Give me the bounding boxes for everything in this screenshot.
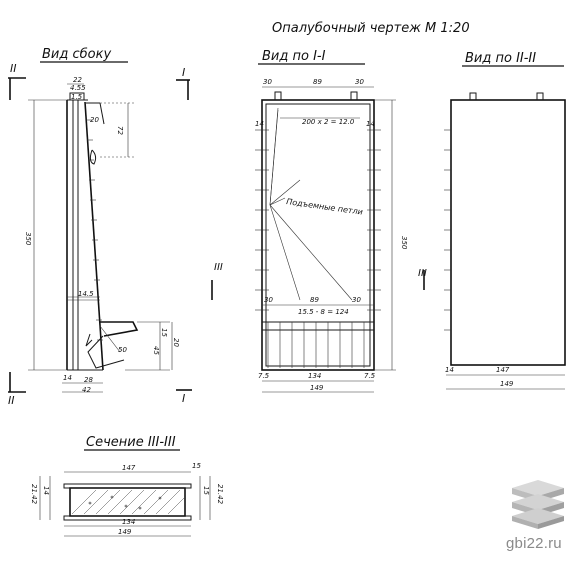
v1-dim-edge-l: 7.5 bbox=[258, 372, 270, 380]
v1-dim-side-l: 14 bbox=[255, 120, 264, 128]
side-dim-top-b: 4.55 bbox=[70, 84, 86, 92]
side-dim-20: 20 bbox=[90, 116, 99, 124]
watermark-site: gbi22.ru bbox=[506, 535, 562, 552]
side-dim-72: 72 bbox=[116, 126, 124, 135]
side-dim-15: 15 bbox=[160, 328, 168, 337]
view-1: Вид по I-I 30 89 30 200 x 2 = 12.0 14 14 bbox=[211, 49, 408, 393]
view-2-label: Вид по II-II bbox=[465, 51, 536, 66]
lifting-loops-label: Подъемные петли bbox=[286, 197, 364, 217]
side-dim-28: 28 bbox=[84, 376, 93, 384]
v2-dim-inner: 147 bbox=[496, 366, 510, 374]
v1-dim-low-mid: 89 bbox=[310, 296, 319, 304]
section-mark-I-top: I bbox=[182, 66, 185, 79]
v1-rebar-low: 15.5 - 8 = 124 bbox=[298, 308, 349, 316]
section-mark-III-right: III bbox=[418, 268, 427, 279]
sec-dim-right-b: 15 bbox=[202, 486, 210, 495]
v1-dim-low-right: 30 bbox=[352, 296, 361, 304]
side-dim-top-a: 22 bbox=[73, 76, 82, 84]
view-1-label: Вид по I-I bbox=[262, 49, 326, 64]
sec-dim-right-a: 21.42 bbox=[216, 484, 224, 505]
gbi-logo-icon bbox=[512, 480, 564, 529]
v1-dim-side-r: 14 bbox=[366, 120, 375, 128]
side-dim-42: 42 bbox=[82, 386, 91, 394]
sec-dim-top: 147 bbox=[122, 464, 136, 472]
v2-dim-side: 14 bbox=[445, 366, 454, 374]
view-2: Вид по II-II III 147 149 14 bbox=[418, 51, 566, 390]
v1-dim-top-left: 30 bbox=[263, 78, 272, 86]
side-dim-20b: 20 bbox=[172, 338, 180, 347]
side-dim-14: 14 bbox=[63, 374, 72, 382]
v1-dim-edge-r: 7.5 bbox=[364, 372, 376, 380]
side-dim-50: 50 bbox=[118, 346, 127, 354]
drawing-title: Опалубочный чертеж М 1:20 bbox=[272, 21, 470, 36]
section-mark-I-bottom: I bbox=[182, 392, 185, 405]
v2-dim-width: 149 bbox=[500, 380, 514, 388]
section-label: Сечение III-III bbox=[86, 435, 176, 450]
side-dim-14-5: 14.5 bbox=[78, 290, 94, 298]
section-mark-II-bottom: II bbox=[8, 394, 15, 407]
sec-dim-width: 149 bbox=[118, 528, 132, 536]
v1-dim-inner: 134 bbox=[308, 372, 321, 380]
sec-dim-inner: 134 bbox=[122, 518, 135, 526]
v1-dim-top-mid: 89 bbox=[313, 78, 322, 86]
v1-rebar-top: 200 x 2 = 12.0 bbox=[302, 118, 355, 126]
sec-dim-left-b: 14 bbox=[42, 486, 50, 495]
side-view: Вид сбоку II I bbox=[8, 47, 192, 407]
v1-dim-low-left: 30 bbox=[264, 296, 273, 304]
section-mark-II-top: II bbox=[10, 62, 17, 75]
v1-dim-height: 350 bbox=[400, 236, 408, 250]
section-view: Сечение III-III 147 134 149 21.42 14 2 bbox=[30, 435, 224, 537]
v1-dim-width: 149 bbox=[310, 384, 324, 392]
side-dim-height: 350 bbox=[24, 232, 32, 246]
side-dim-45: 45 bbox=[152, 346, 160, 355]
v1-dim-top-right: 30 bbox=[355, 78, 364, 86]
side-view-label: Вид сбоку bbox=[42, 47, 111, 62]
sec-dim-15: 15 bbox=[192, 462, 201, 470]
section-mark-III-left: III bbox=[214, 262, 223, 273]
side-dim-top-c: 1.5 bbox=[71, 93, 83, 101]
sec-dim-left-a: 21.42 bbox=[30, 484, 38, 505]
